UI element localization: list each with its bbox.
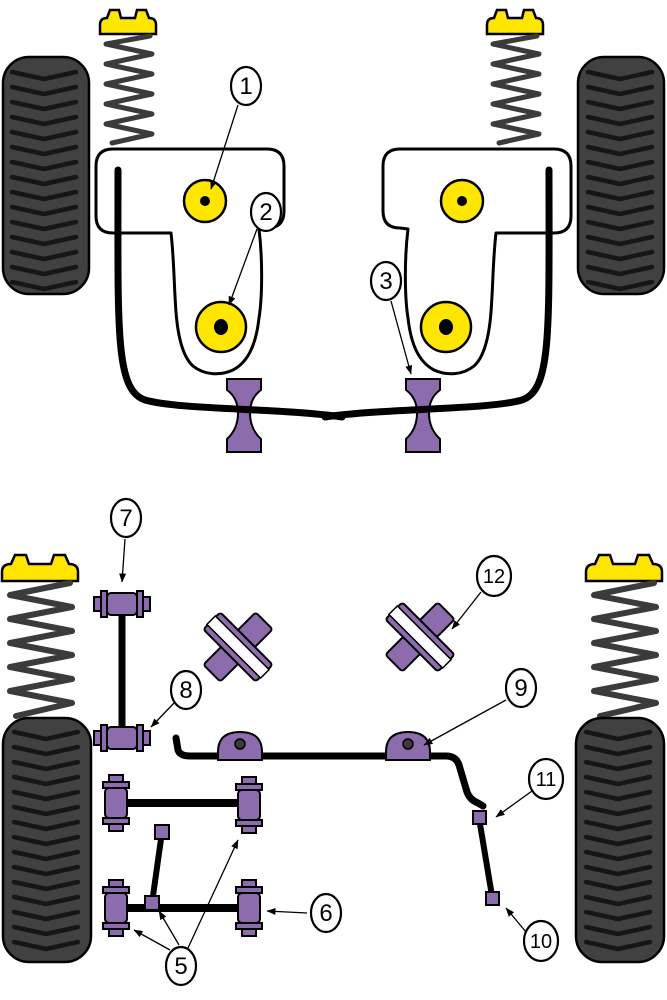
callout-9-leader xyxy=(423,699,507,746)
tire-top-left xyxy=(1,55,91,296)
callout-3: 3 xyxy=(369,260,413,375)
callout-9: 9 xyxy=(423,667,538,746)
callout-9-bubble xyxy=(504,667,538,709)
drop-link-top-bushing xyxy=(93,590,151,618)
tire-top-left-tread xyxy=(9,69,79,292)
callout-1-leader xyxy=(210,104,239,190)
front-arm-right-bushing xyxy=(235,776,263,834)
callout-2: 2 xyxy=(228,191,283,306)
arm-connecting-link xyxy=(149,829,165,906)
end-link-top-bushing xyxy=(472,810,487,825)
callout-10-leader xyxy=(505,907,527,933)
callout-10: 10 xyxy=(505,907,560,963)
callout-12-leader xyxy=(451,591,482,630)
rear-left-spring xyxy=(2,555,78,716)
callout-1-bubble xyxy=(229,65,263,107)
front-left-spring xyxy=(100,10,156,143)
callout-3-label: 3 xyxy=(379,268,392,295)
rear-right-spring xyxy=(586,555,662,716)
callout-11: 11 xyxy=(495,757,565,818)
callout-6-leader xyxy=(266,907,308,915)
callout-7: 7 xyxy=(109,497,143,583)
tire-top-right-tread xyxy=(585,69,655,292)
arb-clamp-left xyxy=(217,731,263,761)
callout-7-label: 7 xyxy=(119,505,132,532)
arb-end-link xyxy=(477,821,495,899)
front-arm-left-bushing xyxy=(102,774,130,832)
callout-11-label: 11 xyxy=(536,769,557,791)
callout-5-bubble xyxy=(164,945,198,987)
end-link-bottom-bushing xyxy=(485,891,500,906)
callout-3-bubble xyxy=(369,260,403,302)
cross-mount-right xyxy=(365,582,475,692)
callout-8: 8 xyxy=(150,669,203,728)
callout-1: 1 xyxy=(210,65,263,190)
callout-12: 12 xyxy=(451,554,513,630)
callout-2-label: 2 xyxy=(259,199,272,226)
callout-7-leader xyxy=(119,538,127,583)
drop-link-bottom-bushing xyxy=(93,724,151,752)
rear-arm-right-bushing xyxy=(235,879,263,937)
link-pin-top xyxy=(154,824,170,840)
callout-2-bubble xyxy=(249,191,283,233)
callout-11-leader xyxy=(495,790,533,818)
callout-8-label: 8 xyxy=(179,677,192,704)
callout-8-bubble xyxy=(169,669,203,711)
callout-7-bubble xyxy=(109,497,143,539)
link-pin-bottom xyxy=(144,895,160,911)
callout-2-leader xyxy=(228,228,258,306)
callout-5-leader-a xyxy=(133,929,171,951)
callout-10-label: 10 xyxy=(530,931,552,953)
wishbone-assembly-right xyxy=(325,149,571,452)
arb-clamp-right xyxy=(385,731,431,761)
callout-6-bubble xyxy=(309,892,343,934)
callout-6: 6 xyxy=(266,892,343,934)
rear-arm-left-bushing xyxy=(102,879,130,937)
wishbone-assembly-left xyxy=(96,149,342,452)
callout-5-label: 5 xyxy=(174,953,187,980)
callout-9-label: 9 xyxy=(514,675,527,702)
rear-antiroll-bar xyxy=(172,734,487,810)
tire-bottom-right-tread xyxy=(583,729,653,952)
callout-1-label: 1 xyxy=(239,73,252,100)
callout-3-leader xyxy=(390,300,413,375)
callout-5-leader-c xyxy=(187,839,239,949)
callout-5-leader-b xyxy=(158,910,180,946)
callout-12-bubble xyxy=(475,554,513,598)
tire-bottom-left-tread xyxy=(11,729,81,952)
callout-6-label: 6 xyxy=(319,900,332,927)
callout-5: 5 xyxy=(133,839,239,987)
callout-11-bubble xyxy=(527,757,565,801)
callout-8-leader xyxy=(150,702,175,728)
front-right-spring xyxy=(487,10,543,143)
tire-top-right xyxy=(576,55,666,296)
callout-12-label: 12 xyxy=(483,566,505,588)
callout-10-bubble xyxy=(522,919,560,963)
